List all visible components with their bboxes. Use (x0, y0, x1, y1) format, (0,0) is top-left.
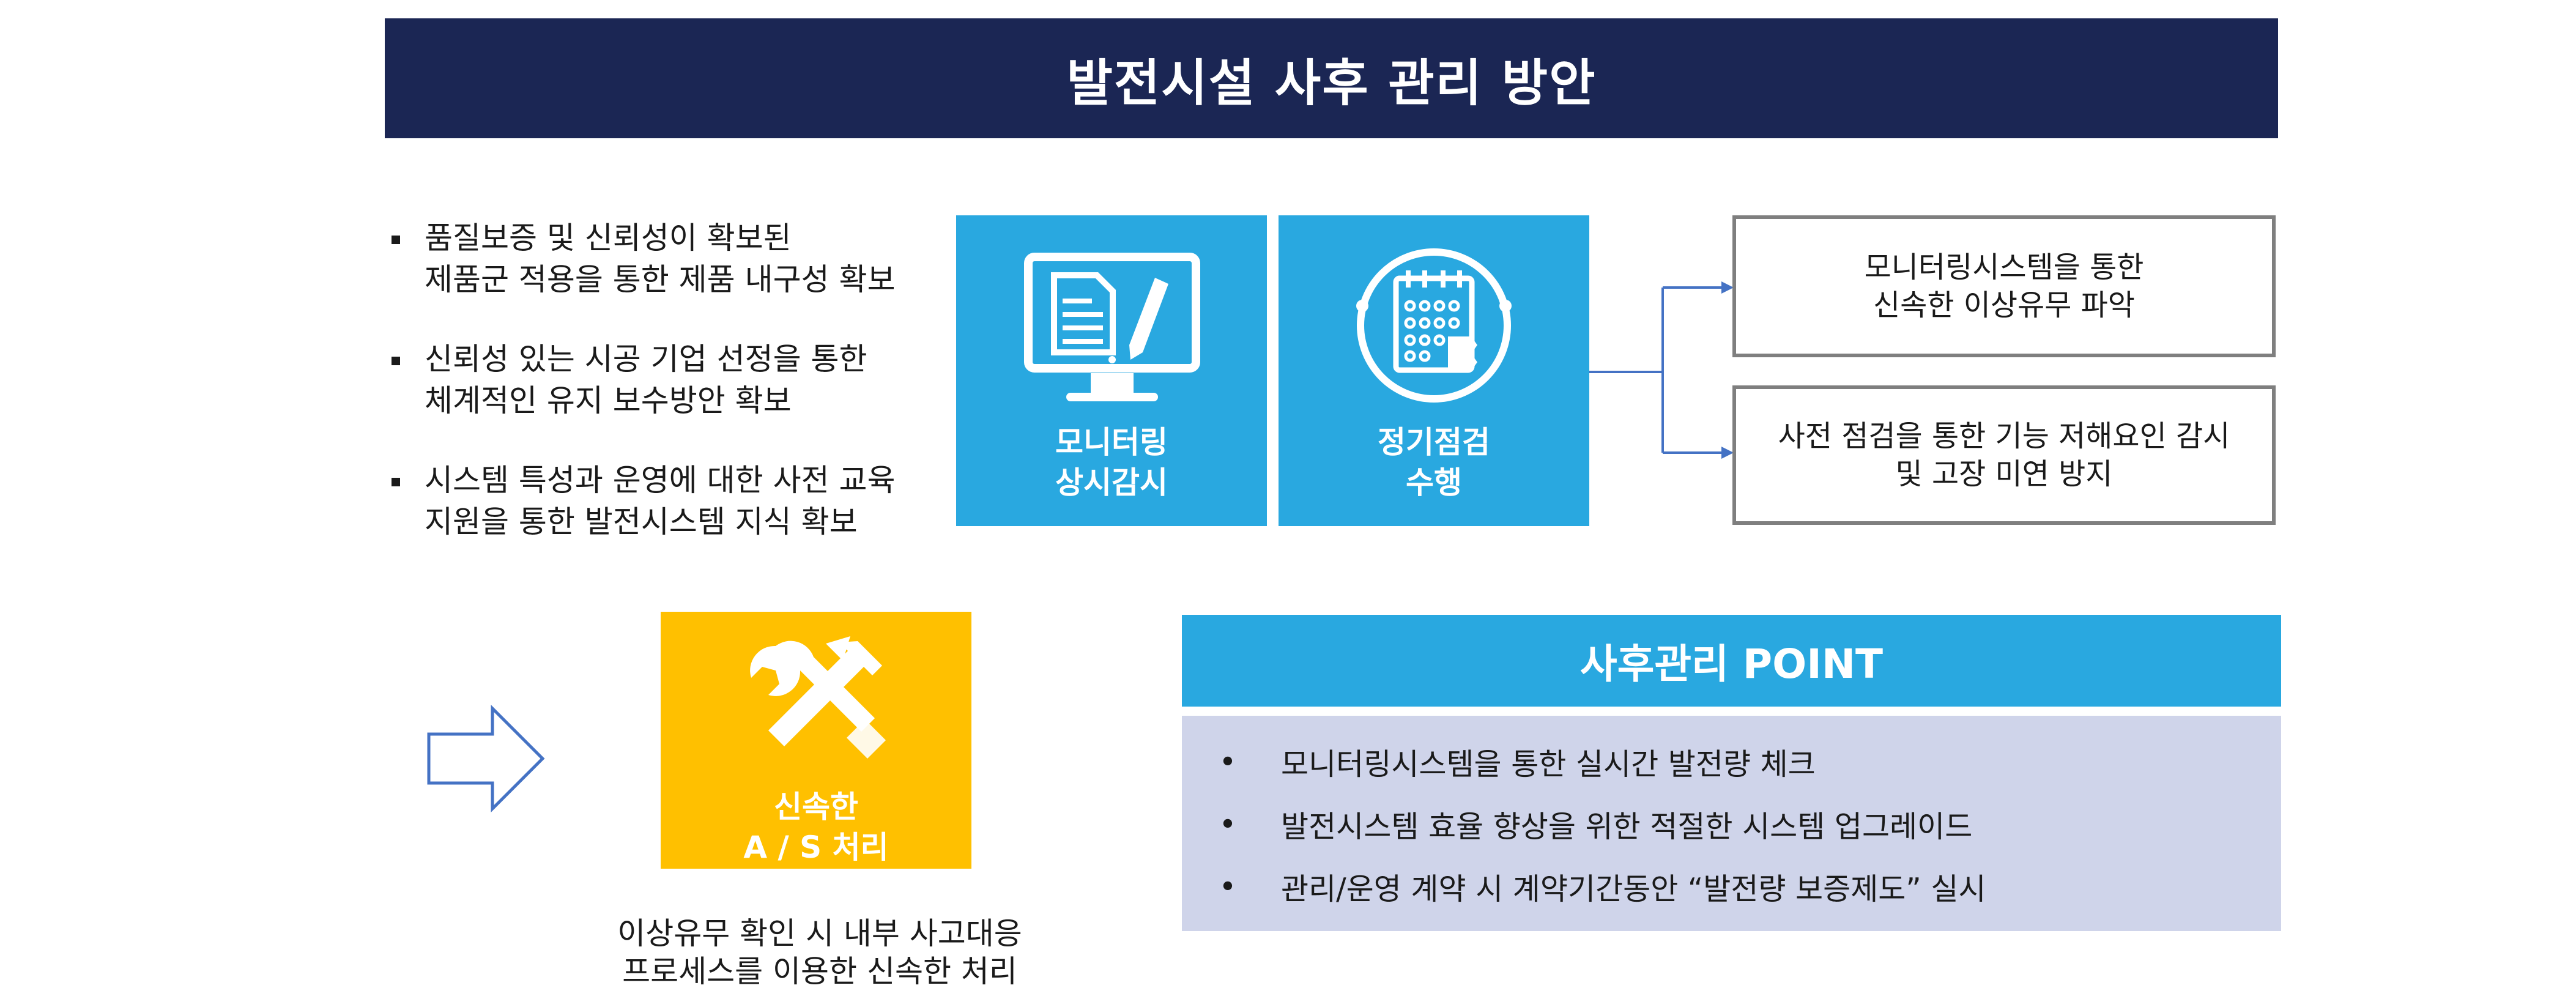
outcome-text: 사전 점검을 통한 기능 저해요인 감시 및 고장 미연 방지 (1778, 419, 2230, 491)
bullet-square-icon (392, 357, 400, 365)
tile-label: 모니터링 상시감시 (1055, 425, 1168, 500)
bullet-text: 품질보증 및 신뢰성이 확보된 제품군 적용을 통한 제품 내구성 확보 (425, 220, 896, 297)
point-item-text: 발전시스템 효율 향상을 위한 적절한 시스템 업그레이드 (1281, 809, 1973, 844)
outcome-box: 사전 점검을 통한 기능 저해요인 감시 및 고장 미연 방지 (1732, 385, 2276, 525)
as-service-caption: 이상유무 확인 시 내부 사고대응 프로세스를 이용한 신속한 처리 (617, 916, 1022, 989)
outcome-text: 모니터링시스템을 통한 신속한 이상유무 파악 (1864, 250, 2144, 322)
list-item: • 모니터링시스템을 통한 실시간 발전량 체크 (1182, 740, 2281, 783)
monitoring-tile: 모니터링 상시감시 (956, 215, 1267, 526)
outcome-box: 모니터링시스템을 통한 신속한 이상유무 파악 (1732, 215, 2276, 357)
bullet-dot-icon: • (1219, 806, 1237, 842)
bullet-text: 신뢰성 있는 시공 기업 선정을 통한 체계적인 유지 보수방안 확보 (425, 341, 867, 418)
bullet-item: 신뢰성 있는 시공 기업 선정을 통한 체계적인 유지 보수방안 확보 (392, 338, 960, 422)
right-arrow-icon (427, 704, 545, 813)
tile-label: 신속한 A / S 처리 (743, 789, 889, 865)
point-list: • 모니터링시스템을 통한 실시간 발전량 체크 • 발전시스템 효율 향상을 … (1182, 716, 2281, 931)
bullet-square-icon (392, 236, 400, 244)
inspection-tile: 정기점검 수행 (1279, 215, 1589, 526)
page-title: 발전시설 사후 관리 방안 (1066, 54, 1597, 113)
point-header: 사후관리 POINT (1182, 615, 2281, 707)
bullet-item: 시스템 특성과 운영에 대한 사전 교육 지원을 통한 발전시스템 지식 확보 (392, 459, 960, 543)
title-bar: 발전시설 사후 관리 방안 (385, 18, 2278, 138)
bullet-text: 시스템 특성과 운영에 대한 사전 교육 지원을 통한 발전시스템 지식 확보 (425, 462, 896, 540)
quality-bullet-list: 품질보증 및 신뢰성이 확보된 제품군 적용을 통한 제품 내구성 확보 신뢰성… (392, 217, 960, 581)
tile-label: 정기점검 수행 (1378, 425, 1490, 500)
monitor-document-pen-icon (1024, 253, 1200, 401)
point-item-text: 관리/운영 계약 시 계약기간동안 “발전량 보증제도” 실시 (1281, 871, 1986, 907)
point-item-text: 모니터링시스템을 통한 실시간 발전량 체크 (1281, 746, 1816, 782)
point-title: 사후관리 POINT (1579, 641, 1884, 688)
bullet-dot-icon: • (1219, 744, 1237, 779)
bullet-item: 품질보증 및 신뢰성이 확보된 제품군 적용을 통한 제품 내구성 확보 (392, 217, 960, 300)
list-item: • 관리/운영 계약 시 계약기간동안 “발전량 보증제도” 실시 (1182, 865, 2281, 908)
bullet-dot-icon: • (1219, 869, 1237, 904)
hammer-wrench-icon (750, 636, 886, 759)
list-item: • 발전시스템 효율 향상을 위한 적절한 시스템 업그레이드 (1182, 803, 2281, 845)
as-service-tile: 신속한 A / S 처리 (661, 612, 971, 869)
calendar-cycle-icon (1356, 248, 1512, 403)
bullet-square-icon (392, 478, 400, 486)
branch-connector (1589, 281, 1734, 459)
